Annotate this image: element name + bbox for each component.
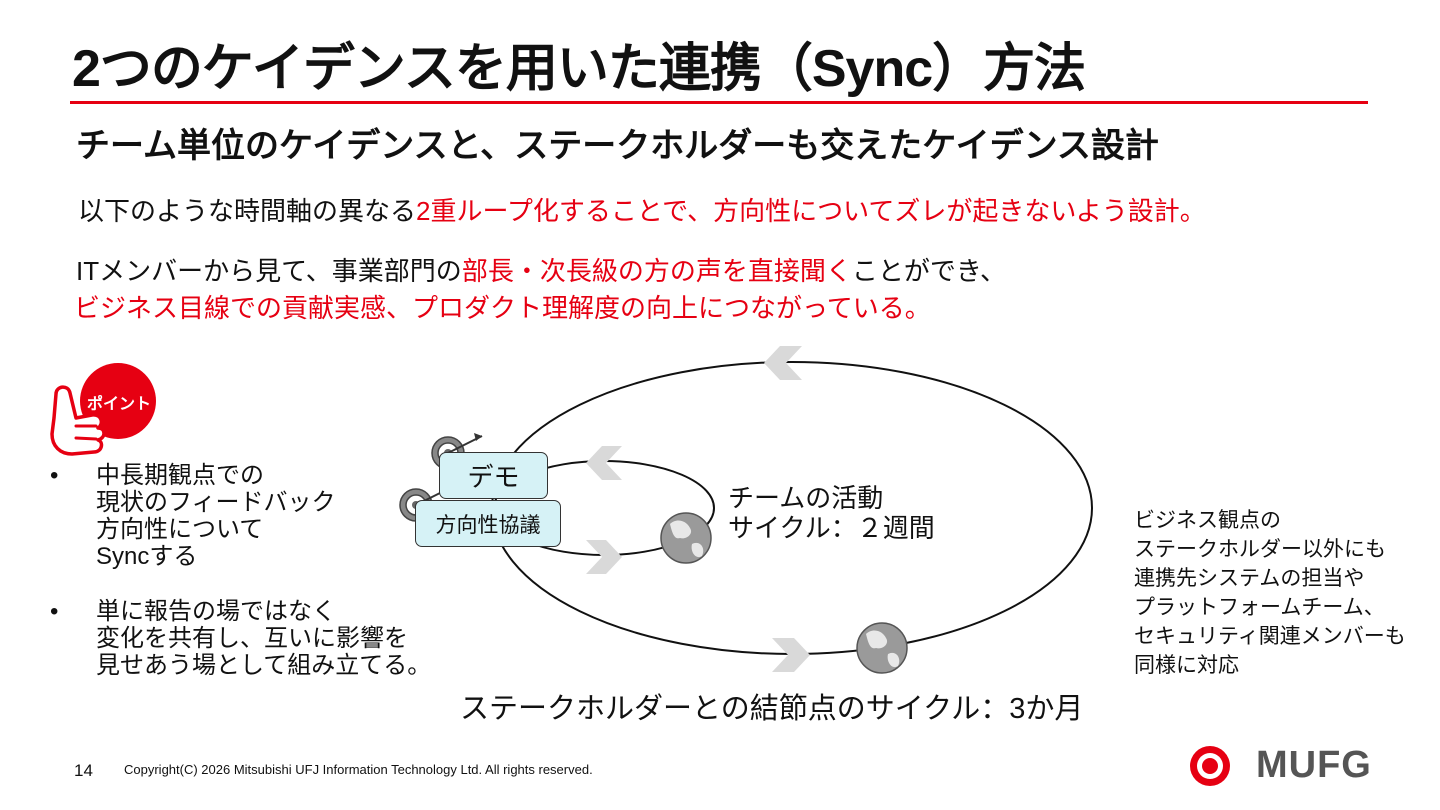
bullet-list: • 中長期観点での 現状のフィードバック 方向性について Syncする • 単に… [48,462,431,699]
body-line-2: ITメンバーから見て、事業部門の部長・次長級の方の声を直接聞くことができ、 [76,256,1006,287]
team-cycle-line: チームの活動 [728,483,884,513]
bullet-line: 変化を共有し、互いに影響を [96,625,408,652]
body-line-1-highlight: 2重ループ化することで、方向性についてズレが起きないよう設計。 [416,196,1206,226]
right-note-line: 連携先システムの担当や [1134,567,1365,590]
globe-icon [856,622,908,674]
demo-card: デモ [439,452,548,499]
chevron-left-icon [764,346,802,380]
right-note-line: プラットフォームチーム、 [1134,596,1385,619]
globe-icon [660,512,712,564]
right-note-line: ビジネス観点の [1134,509,1281,532]
pointing-hand-icon [50,363,156,456]
team-cycle-label: チームの活動 サイクル：２週間 [728,483,935,543]
bullet-item: • 単に報告の場ではなく 変化を共有し、互いに影響を 見せあう場として組み立てる… [48,598,431,679]
direction-discussion-card: 方向性協議 [415,500,561,547]
bullet-line: 単に報告の場ではなく [96,598,336,625]
team-cycle-line: サイクル：２週間 [728,513,935,543]
body-line-2-text: ITメンバーから見て、事業部門の [76,256,462,286]
mufg-logo-text: MUFG [1256,744,1372,786]
bullet-marker: • [50,462,59,489]
chevron-right-icon [586,540,622,574]
bullet-item: • 中長期観点での 現状のフィードバック 方向性について Syncする [48,462,431,570]
body-line-2-highlight: 部長・次長級の方の声を直接聞く [461,256,852,286]
bullet-marker: • [50,598,59,625]
point-badge: ポイント [42,360,162,460]
bullet-line: Syncする [96,543,198,570]
stakeholder-cycle-label: ステークホルダーとの結節点のサイクル：3か月 [460,693,1084,725]
bullet-line: 見せあう場として組み立てる。 [96,652,432,679]
point-badge-label: ポイント [86,396,151,413]
right-note-line: セキュリティ関連メンバーも [1134,625,1406,648]
copyright: Copyright(C) 2026 Mitsubishi UFJ Informa… [124,762,593,777]
page-title: 2つのケイデンスを用いた連携（Sync）方法 [72,40,1086,98]
chevron-right-icon [772,638,810,672]
right-note: ビジネス観点の ステークホルダー以外にも 連携先システムの担当や プラットフォー… [1134,506,1406,680]
body-line-1: 以下のような時間軸の異なる2重ループ化することで、方向性についてズレが起きないよ… [78,196,1206,227]
body-line-3: ビジネス目線での貢献実感、プロダクト理解度の向上につながっている。 [74,293,931,323]
title-divider [70,101,1368,104]
body-line-1-text: 以下のような時間軸の異なる [78,196,417,226]
bullet-line: 方向性について [96,516,264,543]
body-line-2-suffix: ことができ、 [851,256,1007,286]
page-subtitle: チーム単位のケイデンスと、ステークホルダーも交えたケイデンス設計 [76,127,1159,165]
bullet-line: 現状のフィードバック [96,489,336,516]
right-note-line: 同様に対応 [1134,654,1239,677]
mufg-logo-icon [1190,746,1230,786]
right-note-line: ステークホルダー以外にも [1134,538,1386,561]
bullet-line: 中長期観点での [96,462,264,489]
chevron-left-icon [586,446,622,480]
page-number: 14 [74,761,93,780]
